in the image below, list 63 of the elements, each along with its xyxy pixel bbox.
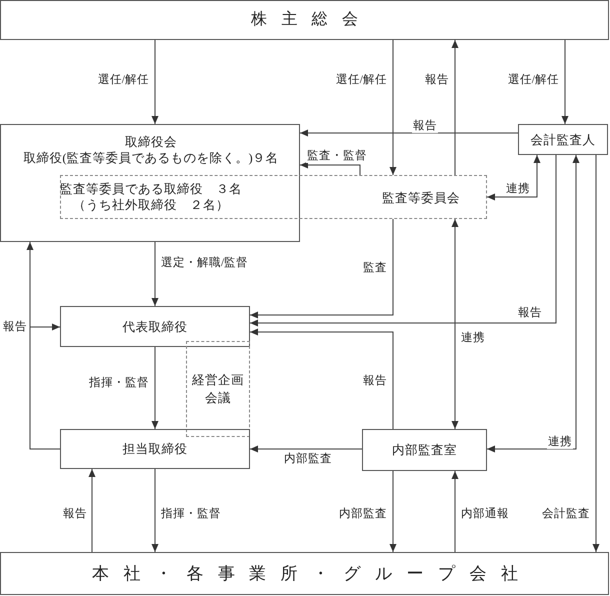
box-label: 株主総会 [250,12,372,28]
arrow [30,324,60,450]
edge-label: 内部通報 [460,507,510,521]
box-label: 監査等委員である取締役 ３名 [60,181,242,197]
box-label: 代表取締役 [122,318,188,334]
edge-label: 内部監査 [283,452,333,466]
arrow [250,328,394,430]
edge-label: 内部監査 [338,507,388,521]
edge-label: 連携 [460,331,486,345]
edge-label: 監査・監督 [306,149,368,163]
edge-label: 会計監査 [541,507,591,521]
arrow [300,162,360,176]
arrow [152,468,158,552]
arrow [152,40,158,124]
arrow [300,130,518,136]
box-label: 取締役(監査等委員であるものを除く。)９名 [23,150,279,166]
arrow [250,218,394,318]
arrow [452,40,458,176]
edge-label: 指揮・監督 [88,376,150,390]
box-label: 経営企画会議 [191,372,245,407]
edge-label: 報告 [424,73,450,87]
box-label: 会計監査人 [530,132,596,148]
edge-label: 選任/解任 [334,73,388,87]
dashed-group-box [60,175,487,219]
arrow [390,40,396,176]
box-label: 担当取締役 [122,441,188,457]
edge-label: 選任/解任 [506,73,560,87]
dashed-group-box [186,341,250,437]
edge-label: 連携 [547,435,573,449]
arrow [152,346,158,430]
arrow [486,154,540,200]
arrow [592,154,600,552]
box-label: 内部監査室 [392,442,457,458]
arrow [452,470,458,552]
edge-label: 選定・解職/監督 [160,256,250,270]
box-label: 本社・各事業所・グループ会社 [92,566,532,582]
org-box [60,429,250,469]
banner-box [0,0,609,40]
arrow [562,40,568,124]
edge-label: 報告 [412,119,438,133]
org-box [518,124,608,155]
arrow [486,154,580,452]
arrow [88,468,96,552]
edge-label: 報告 [62,507,88,521]
box-label: 監査等委員会 [382,190,460,206]
edge-label: 連携 [505,182,531,196]
board-box [0,124,300,242]
arrow [250,154,556,326]
box-label: 取締役会 [125,134,177,150]
arrow [152,242,158,306]
edge-label: 監査 [362,261,388,275]
edge-label: 指揮・監督 [160,507,222,521]
arrow [452,218,458,430]
org-box [60,306,250,347]
edge-label: 報告 [2,320,28,334]
banner-box [0,552,609,595]
edge-label: 報告 [517,306,543,320]
edge-label: 選任/解任 [96,73,150,87]
arrow [250,446,362,452]
box-label: （うち社外取締役 ２名） [73,197,229,213]
arrow [390,470,396,552]
org-box [362,429,487,471]
edge-label: 報告 [362,374,388,388]
